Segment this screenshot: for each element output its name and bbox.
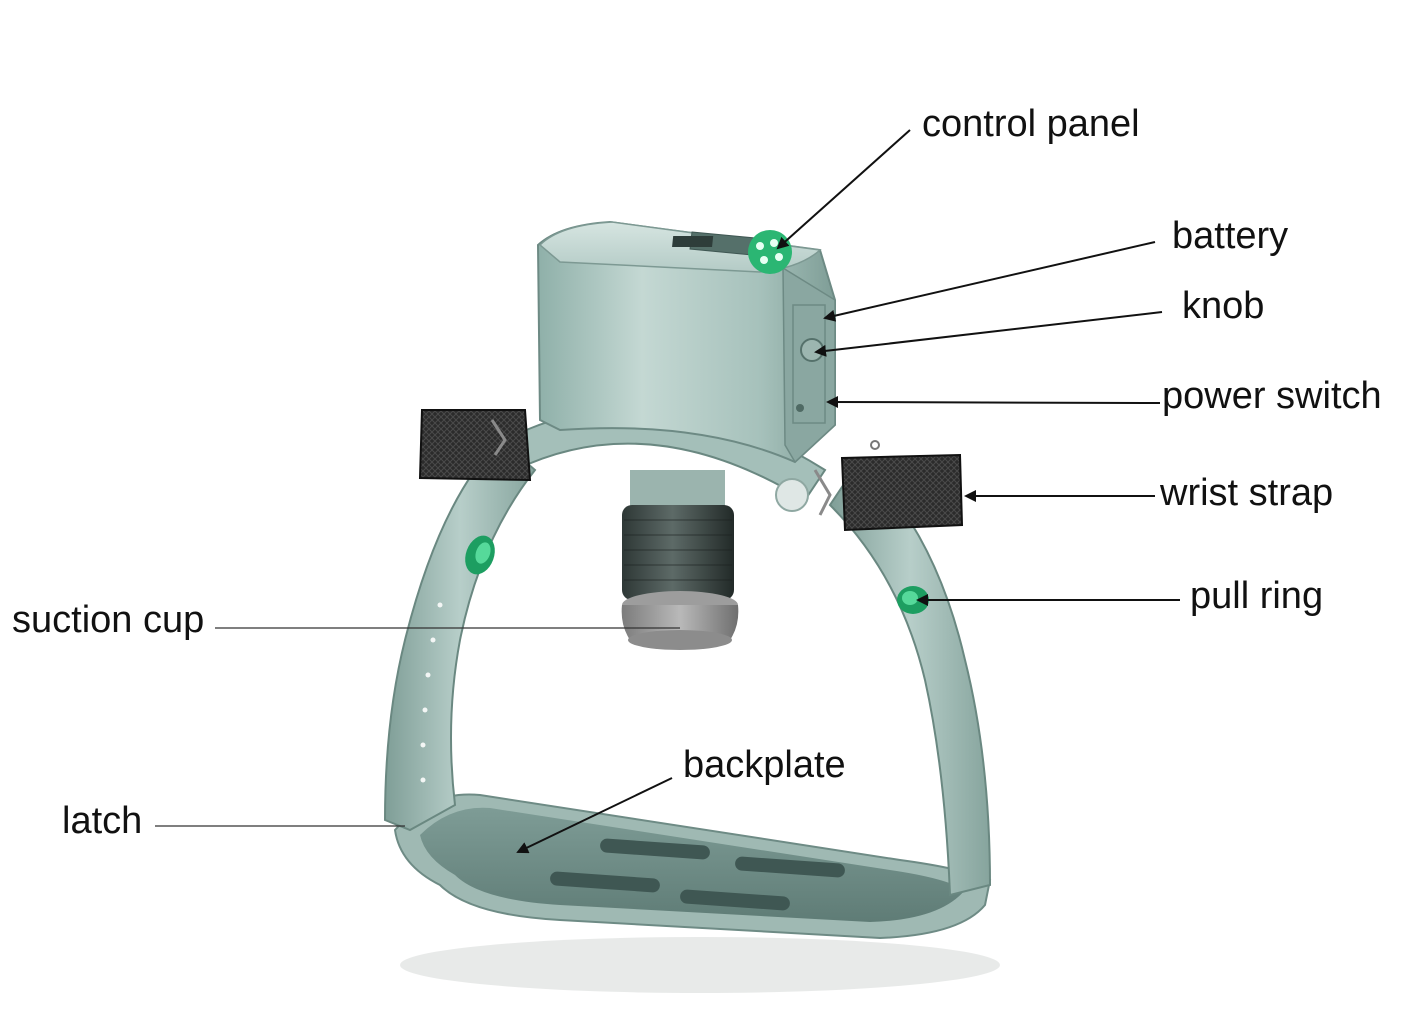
label-pull-ring: pull ring — [1190, 575, 1323, 617]
label-power-switch: power switch — [1162, 375, 1382, 417]
power-switch — [796, 404, 804, 412]
left-wrist-strap — [418, 409, 532, 482]
leader-battery — [823, 241, 1156, 322]
label-latch: latch — [62, 800, 142, 842]
label-control-panel: control panel — [922, 103, 1140, 145]
label-wrist-strap: wrist strap — [1159, 472, 1333, 514]
leader-knob — [814, 311, 1163, 357]
right-ball-joint — [775, 478, 809, 512]
leader-control-panel — [776, 129, 911, 250]
label-knob: knob — [1182, 285, 1264, 327]
right-wrist-strap — [813, 440, 964, 532]
latch-holes — [420, 602, 443, 783]
control-panel — [672, 230, 792, 274]
backplate — [393, 793, 992, 940]
knob — [800, 338, 824, 362]
label-backplate: backplate — [683, 744, 846, 786]
device-illustration — [383, 220, 1000, 993]
left-pull-ring — [465, 535, 495, 575]
leader-backplate — [516, 777, 673, 854]
leader-lines — [155, 129, 1180, 854]
right-arm — [828, 458, 992, 897]
piston — [622, 470, 734, 600]
left-arm — [383, 438, 537, 832]
suction-cup — [621, 591, 739, 650]
labels: control panel battery knob power switch … — [12, 103, 1382, 842]
leader-power-switch — [826, 396, 1161, 409]
label-battery: battery — [1172, 215, 1288, 257]
floor-shadow — [400, 937, 1000, 993]
right-pull-ring — [897, 586, 929, 614]
label-suction-cup: suction cup — [12, 599, 204, 641]
